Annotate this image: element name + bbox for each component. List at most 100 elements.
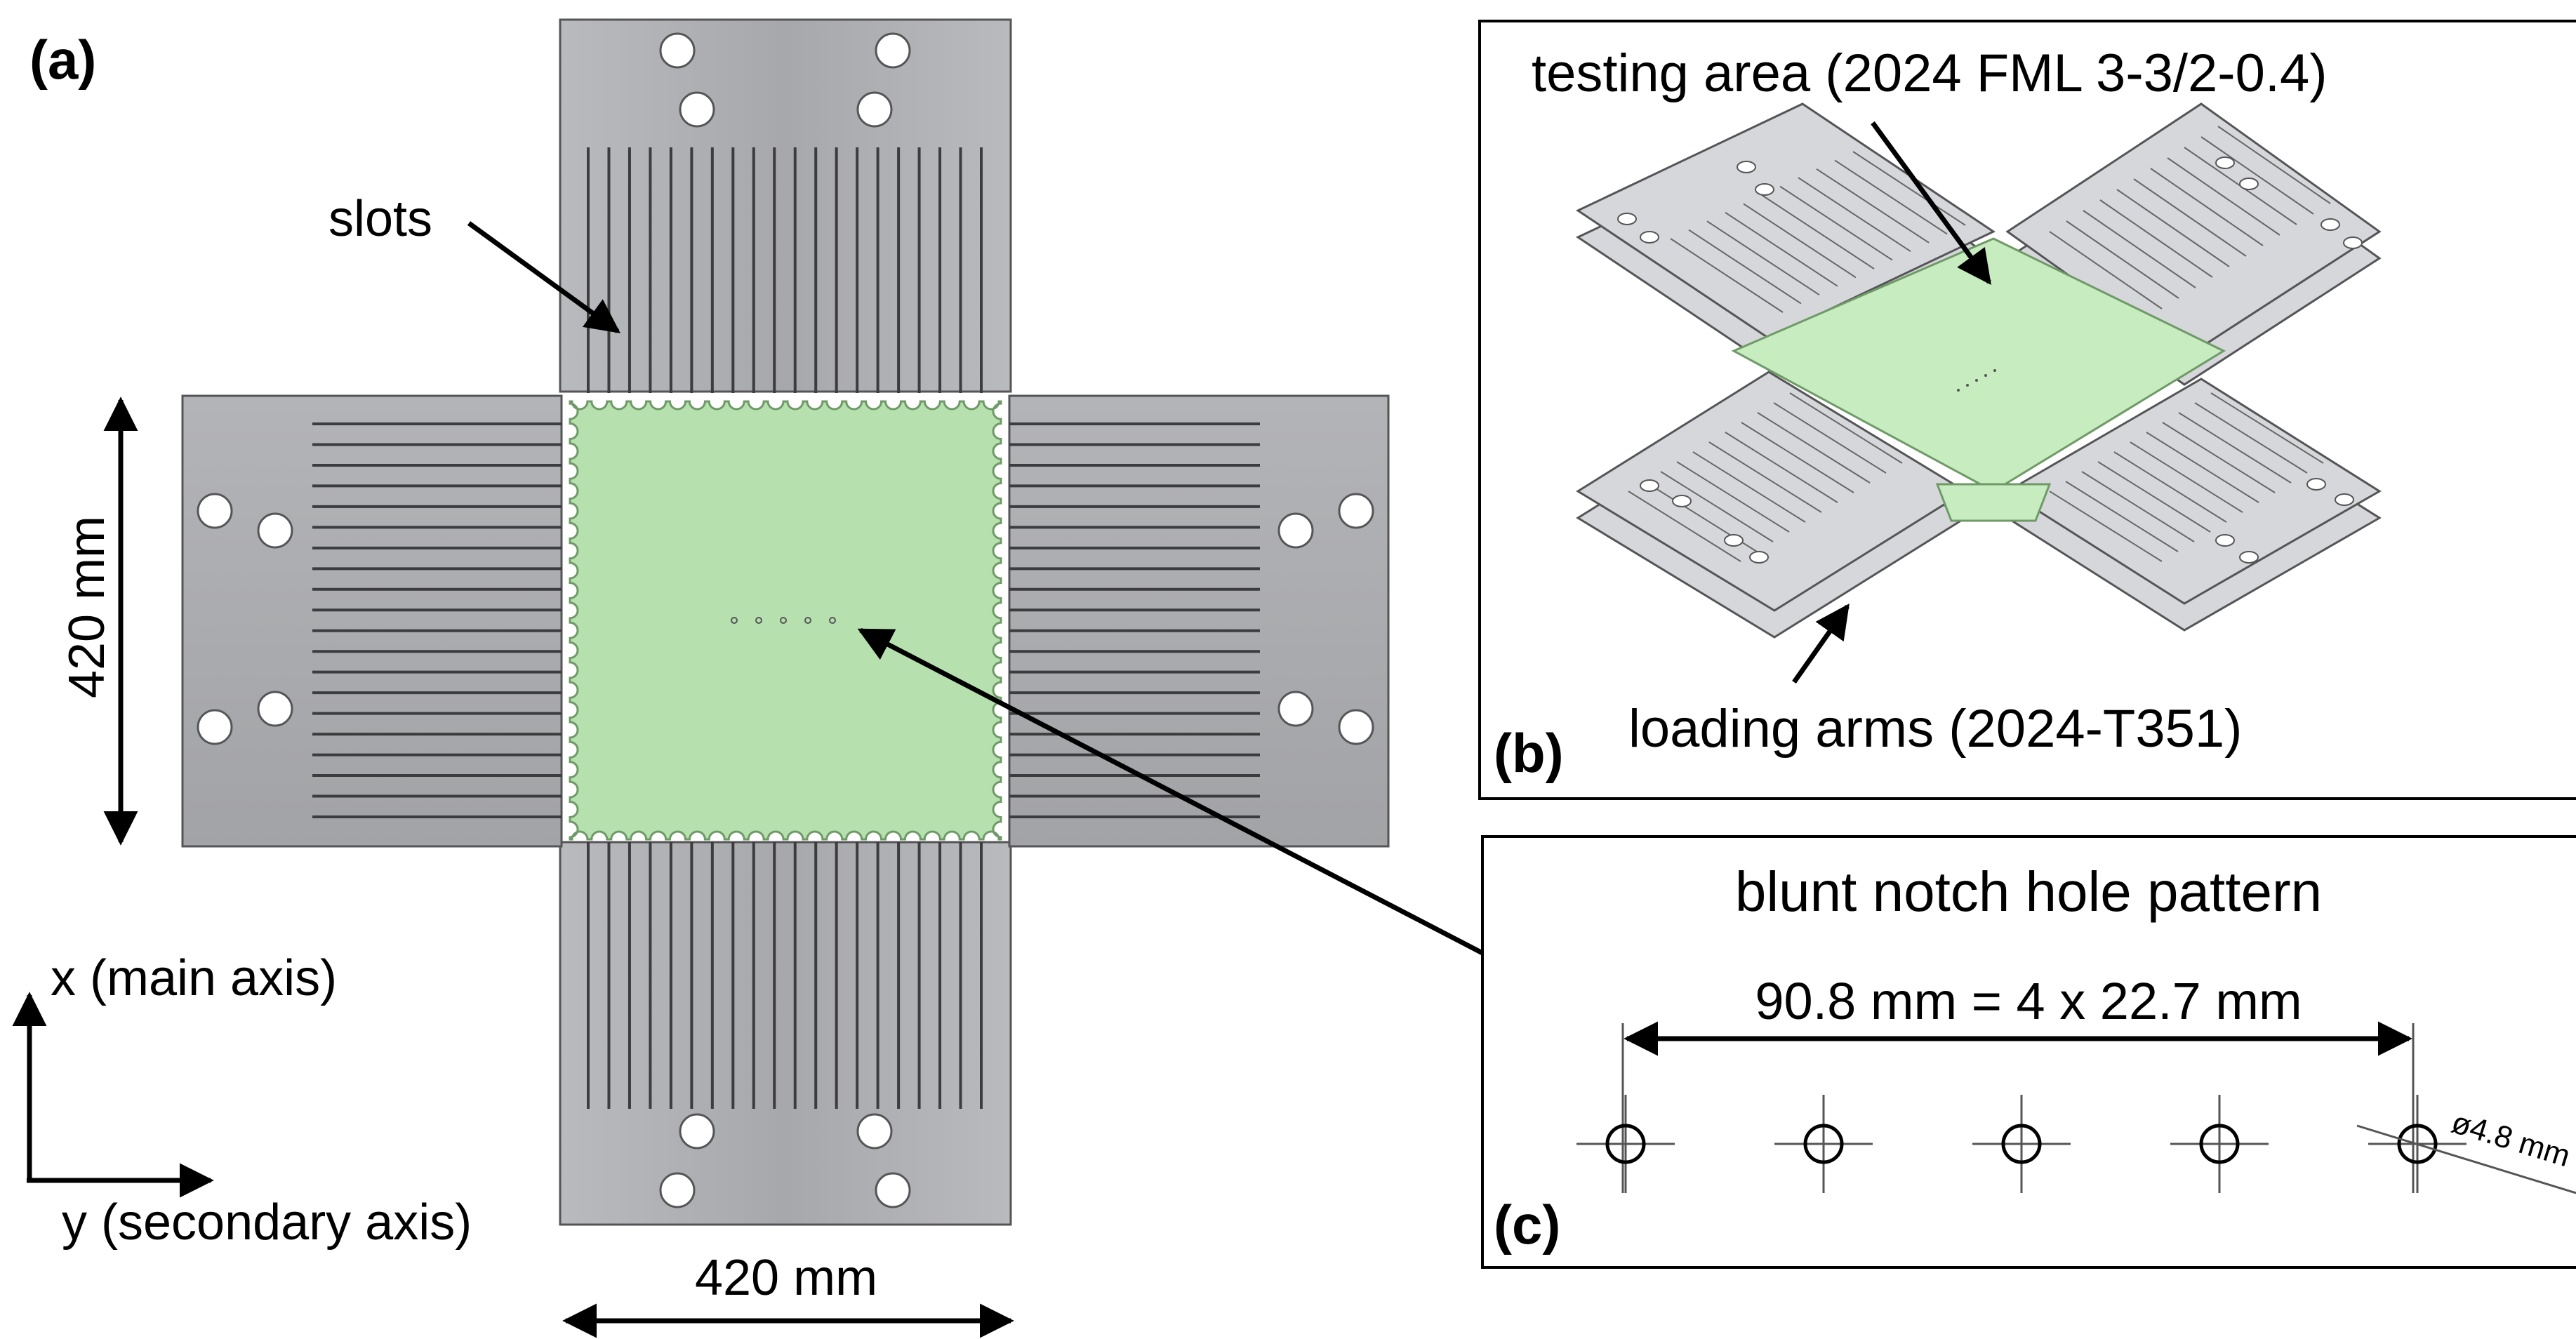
hole-icon <box>1338 493 1374 529</box>
hole-icon <box>257 512 293 549</box>
iso-slot <box>1779 185 1893 261</box>
notch-hole-icon <box>829 617 836 624</box>
notch-hole-icon <box>1966 384 1969 387</box>
iso-slot <box>2130 441 2243 513</box>
loading-arms-label: loading arms (2024-T351) <box>1628 699 2242 759</box>
hole-circle <box>1605 1124 1646 1164</box>
iso-slot <box>2150 168 2264 246</box>
hole-circle <box>2199 1124 2240 1164</box>
iso-slot <box>1708 441 1822 513</box>
iso-slot <box>2133 178 2247 257</box>
isometric-holes <box>1617 156 2363 564</box>
height-dimension-label: 420 mm <box>59 516 115 698</box>
iso-slot <box>1816 168 1930 244</box>
hole-icon <box>1338 709 1374 745</box>
hole-circle <box>1803 1124 1844 1164</box>
panel-c: blunt notch hole pattern 90.8 mm = 4 x 2… <box>1481 835 2576 1269</box>
iso-slot <box>2081 471 2195 542</box>
arm-right <box>1008 394 1390 848</box>
hole-icon <box>1640 479 1659 492</box>
notch-hole-icon <box>1993 369 1996 372</box>
hole-icon <box>1755 183 1774 196</box>
crosshair-hole-icon <box>2170 1095 2269 1193</box>
hole-icon <box>197 709 233 745</box>
hole-icon <box>257 691 293 727</box>
crosshair-hole-icon <box>1576 1095 1675 1193</box>
hole-icon <box>1724 534 1744 547</box>
iso-slot <box>2066 220 2179 299</box>
panel-b-label: (b) <box>1494 722 1564 784</box>
hole-icon <box>1749 551 1769 564</box>
hole-circle <box>2001 1124 2042 1164</box>
spacing-dimension-label: 90.8 mm = 4 x 22.7 mm <box>1755 972 2302 1030</box>
hole-icon <box>875 32 911 69</box>
iso-slot <box>1852 151 1966 226</box>
hole-icon <box>2215 534 2235 547</box>
iso-slot <box>2083 210 2196 288</box>
iso-slot <box>1741 422 1854 493</box>
iso-slot <box>2049 491 2163 562</box>
panel-c-title: blunt notch hole pattern <box>1735 860 2322 923</box>
cruciform-specimen <box>181 18 1390 1226</box>
iso-slot <box>2099 199 2213 278</box>
iso-slot <box>2146 432 2259 503</box>
hole-icon <box>659 1172 696 1208</box>
iso-slot <box>1834 159 1948 235</box>
notch-hole-icon <box>1957 389 1960 392</box>
iso-slot <box>2065 481 2179 552</box>
panel-a: (a) slots 420 mm 420 mm x (main axis) y … <box>12 18 1484 1338</box>
notch-hole-icon <box>804 617 811 624</box>
crosshair-hole-icon <box>1774 1095 1873 1193</box>
slots-label: slots <box>328 191 432 247</box>
x-axis-label: x (main axis) <box>51 950 337 1006</box>
hole-icon <box>1672 495 1692 507</box>
iso-slot <box>1706 220 1820 296</box>
hole-icon <box>1277 691 1314 727</box>
iso-slot <box>2210 392 2324 464</box>
iso-arm-nw <box>1575 102 1996 340</box>
hole-icon <box>2215 156 2235 169</box>
hole-circle <box>2397 1124 2438 1164</box>
notch-hole-icon <box>755 617 762 624</box>
iso-slot <box>2116 189 2230 267</box>
panel-c-label: (c) <box>1494 1194 1560 1255</box>
hole-icon <box>2321 218 2340 231</box>
hole-icon <box>679 1113 715 1150</box>
iso-slot <box>1761 194 1875 269</box>
notch-hole-icon <box>1975 379 1978 382</box>
hole-icon <box>1617 213 1637 225</box>
slots-arrow-icon <box>467 221 620 333</box>
iso-slot <box>1628 491 1741 562</box>
hole-icon <box>1737 161 1756 173</box>
hole-icon <box>2343 237 2363 249</box>
iso-slot <box>2217 126 2331 204</box>
iso-slot <box>1676 461 1790 533</box>
hole-icon <box>2335 493 2354 506</box>
hole-icon <box>856 91 893 128</box>
hole-icon <box>2306 478 2326 491</box>
diameter-leader-line <box>2356 1124 2576 1194</box>
iso-slot <box>1743 203 1857 279</box>
iso-slot <box>1670 238 1784 313</box>
detail-arrow-icon <box>857 627 1484 956</box>
hole-icon <box>2239 551 2259 564</box>
hole-icon <box>659 32 696 69</box>
hole-icon <box>197 493 233 529</box>
isometric-slots <box>1628 126 2331 562</box>
y-axis-label: y (secondary axis) <box>62 1194 472 1251</box>
iso-slot <box>1798 177 1911 253</box>
iso-slot <box>1725 211 1838 287</box>
hole-icon <box>875 1172 911 1208</box>
iso-slot <box>1660 471 1774 542</box>
iso-arm-se <box>2005 378 2382 605</box>
iso-slot <box>1692 451 1806 523</box>
iso-notch-holes <box>1957 369 1996 392</box>
notch-hole-icon <box>780 617 787 624</box>
hole-icon <box>2239 178 2259 190</box>
iso-slot <box>2200 136 2314 215</box>
testing-area-arrow-icon <box>1871 121 1991 285</box>
hole-icon <box>1640 231 1659 244</box>
notch-hole-icon <box>1984 374 1987 377</box>
notch-hole-icon <box>731 617 738 624</box>
